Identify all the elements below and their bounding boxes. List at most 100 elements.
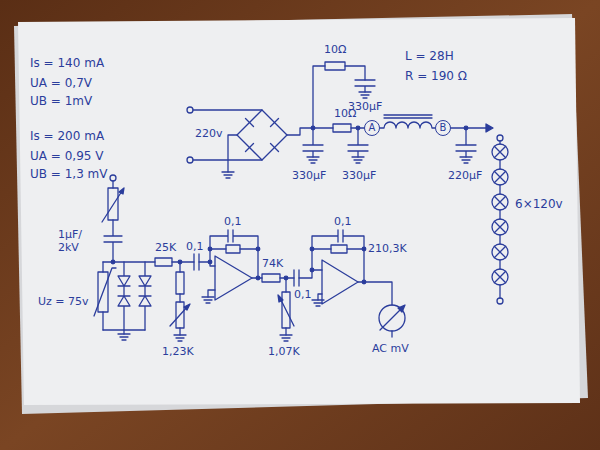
bridge-rectifier-part [237,110,287,160]
ac-millivoltmeter [379,305,405,337]
limiter-diodes-part [102,312,103,330]
amplifier-stage-1-part [208,247,212,251]
value-label: UB = 1,3 mV [30,168,108,182]
lamp-string-part [497,298,503,304]
amplifier-stage-2-part [312,300,324,306]
value-label: 220µF [448,170,482,183]
amplifier-stage-1-part [202,297,214,303]
bridge-rectifier-part [228,135,237,172]
amplifier-stage-1-part [208,290,215,297]
value-label: 1µF/ 2kV [58,229,92,254]
paper-sheet [18,18,580,405]
amplifier-stage-2-part [362,247,366,251]
supply-rail-part [352,157,364,163]
lamp-string-part [497,135,503,141]
value-label: 25K [155,242,176,255]
input-network-part [104,220,122,262]
ac-millivoltmeter-part [391,331,392,337]
bridge-rectifier-part [246,119,279,152]
value-label: Is = 200 mA [30,130,104,144]
amplifier-stage-1-part [210,248,258,249]
value-label: 10Ω [324,44,346,57]
lamp-string [492,135,508,304]
trimmer-1-part [176,272,184,294]
amplifier-stage-1-part [199,262,215,266]
trimmer-1-part [179,262,180,272]
trimmer-2-part [285,278,286,292]
limiter-diodes-part [139,262,151,330]
amplifier-stage-1-part [194,254,199,270]
supply-rail-part [287,128,364,135]
supply-rail-part [325,62,345,70]
supply-rail-part [333,124,351,132]
amplifier-stage-2-part [294,270,299,286]
node-text: B [440,123,447,133]
ac-millivoltmeter-part [380,308,402,330]
amplifier-stage-2-part [318,294,322,300]
bridge-rectifier-part [222,172,234,178]
amplifier-stage-1-part [210,230,258,278]
amplifier-stage-2-part [310,247,314,251]
value-label: 0,1 [334,216,352,229]
lamp-string-part [492,219,508,235]
trimmer-2 [278,276,294,341]
value-label: 0,1 [186,241,204,254]
supply-rail-part [307,157,319,163]
amplifier-stage-1 [194,230,294,303]
limiter-diodes-part [102,262,103,272]
trimmer-1-part [184,304,190,310]
input-network [102,175,194,266]
trimmer-2-part [285,328,286,335]
lamp-string-part [494,146,505,157]
value-label: 6×120v [515,198,563,212]
value-label: R = 190 Ω [405,70,467,84]
supply-rail-part [355,80,375,92]
ac-millivoltmeter-part [379,305,405,331]
schematic-drawing-part [94,62,508,341]
amplifier-stage-1-part [256,247,260,251]
limiter-diodes-part [94,268,116,316]
mains-terminals-part [187,107,193,113]
input-network-part [155,258,172,266]
trimmer-1 [170,260,190,341]
trimmer-1-part [179,328,180,335]
amplifier-stage-2-part [358,282,392,305]
mains-terminals [187,107,262,163]
input-network-part [110,175,116,181]
lamp-string-part [492,269,508,285]
value-label: AC mV [372,343,409,356]
supply-rail-part [313,66,365,128]
output-filter-part [460,157,472,163]
output-filter [451,124,493,163]
amplifier-stage-2-part [322,260,358,304]
trimmer-2-part [278,295,283,302]
lamp-string-part [492,244,508,260]
test-point-circle: B [435,120,451,136]
value-label: 74K [262,258,283,271]
value-label: UA = 0,95 V [30,150,103,164]
trimmer-2-part [280,335,292,341]
lamp-string-part [494,246,505,257]
amplifier-stage-1-part [252,277,262,278]
supply-rail-part [359,92,371,98]
value-label: UA = 0,7V [30,77,92,91]
amplifier-stage-2 [294,230,392,306]
value-label: 220v [195,128,223,141]
output-filter-part [486,124,493,132]
trimmer-1-part [174,335,186,341]
value-label: Is = 140 mA [30,57,104,71]
lamp-string-part [492,144,508,160]
lamp-string-part [494,196,505,207]
trimmer-2-part [280,298,294,326]
output-filter-part [451,127,486,128]
amplifier-stage-2-part [312,230,364,282]
value-label: 1,07K [268,346,300,359]
amplifier-stage-2-part [310,268,314,272]
lamp-string-part [494,221,505,232]
trimmer-1-part [179,294,180,302]
inductor-symbol [380,115,435,128]
value-label: 0,1 [224,216,242,229]
ac-millivoltmeter-part [398,305,405,312]
paper-sheet-under [14,14,588,414]
